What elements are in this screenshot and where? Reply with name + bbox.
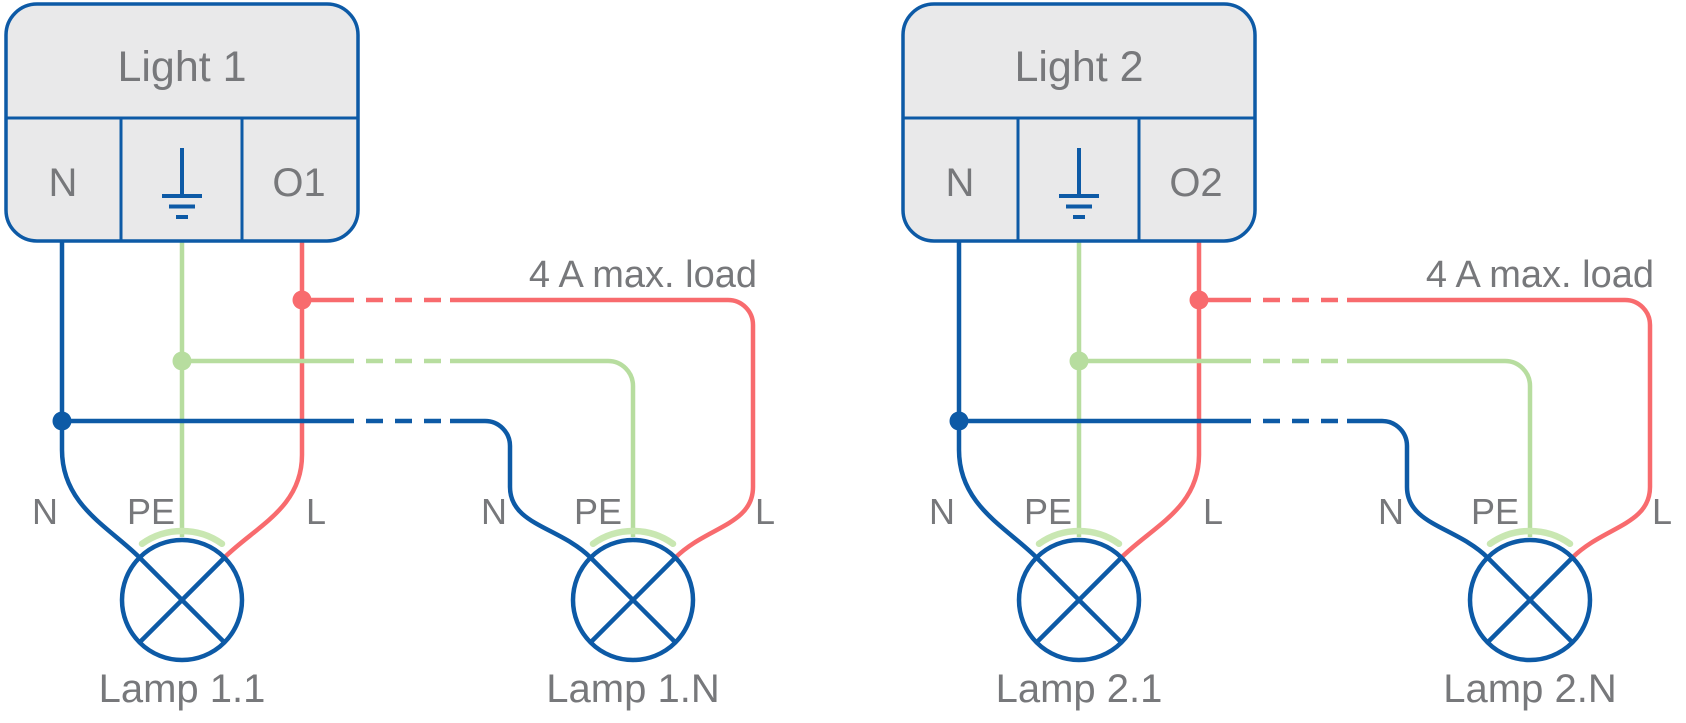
terminal-label-n: N [946,161,975,205]
lamp-icon [119,537,245,663]
pe-arc-cap [1486,527,1574,548]
terminal-label-out: O2 [1169,161,1222,205]
junction-dot-n [52,411,72,431]
lamp-icon [1467,537,1593,663]
lamp-cross-stroke [1035,556,1123,644]
wire-pe-branch-to-lamp [450,358,636,537]
wire-l-branch-to-lamp [1347,297,1653,560]
wire-label-pe: PE [127,491,175,532]
lamp-cross-stroke [589,556,677,644]
wire-label-n: N [481,491,507,532]
wire-l-branch-to-lamp [450,297,756,560]
lamp-cross-stroke [138,556,226,644]
wire-label-n: N [32,491,58,532]
lamp-cross-stroke [1486,556,1574,644]
wire-n-branch-to-lamp [450,418,593,560]
device-title: Light 2 [1014,43,1143,91]
junction-dot-l [1189,290,1209,310]
wire-l-drop [1119,240,1202,560]
wire-l-drop [222,240,305,560]
lamp-name-label: Lamp 1.1 [99,667,266,711]
junction-dot-pe [1069,351,1089,371]
wire-label-pe: PE [1024,491,1072,532]
wire-label-pe: PE [1471,491,1519,532]
earth-ground-icon [162,148,202,219]
pe-arc-cap [138,527,226,548]
max-load-annotation: 4 A max. load [529,254,757,296]
max-load-annotation: 4 A max. load [1426,254,1654,296]
junction-dot-pe [172,351,192,371]
lamp-name-label: Lamp 2.N [1443,667,1616,711]
wire-n-drop [956,240,1039,560]
wire-label-l: L [755,491,775,532]
wire-label-l: L [1652,491,1672,532]
wire-pe-branch-to-lamp [1347,358,1533,537]
lamp-icon [570,537,696,663]
device-title: Light 1 [117,43,246,91]
earth-ground-icon [1059,148,1099,219]
pe-arc-cap [589,527,677,548]
terminal-label-n: N [49,161,78,205]
device-box [901,2,1257,243]
wire-label-pe: PE [574,491,622,532]
junction-dot-l [292,290,312,310]
lamp-name-label: Lamp 1.N [546,667,719,711]
lamp-name-label: Lamp 2.1 [996,667,1163,711]
terminal-label-out: O1 [272,161,325,205]
wire-label-l: L [1203,491,1223,532]
pe-arc-cap [1035,527,1123,548]
wire-label-n: N [1378,491,1404,532]
wire-n-branch-to-lamp [1347,418,1490,560]
junction-dot-n [949,411,969,431]
wire-label-l: L [306,491,326,532]
lamp-icon [1016,537,1142,663]
device-box [4,2,360,243]
wire-n-drop [59,240,142,560]
wire-label-n: N [929,491,955,532]
